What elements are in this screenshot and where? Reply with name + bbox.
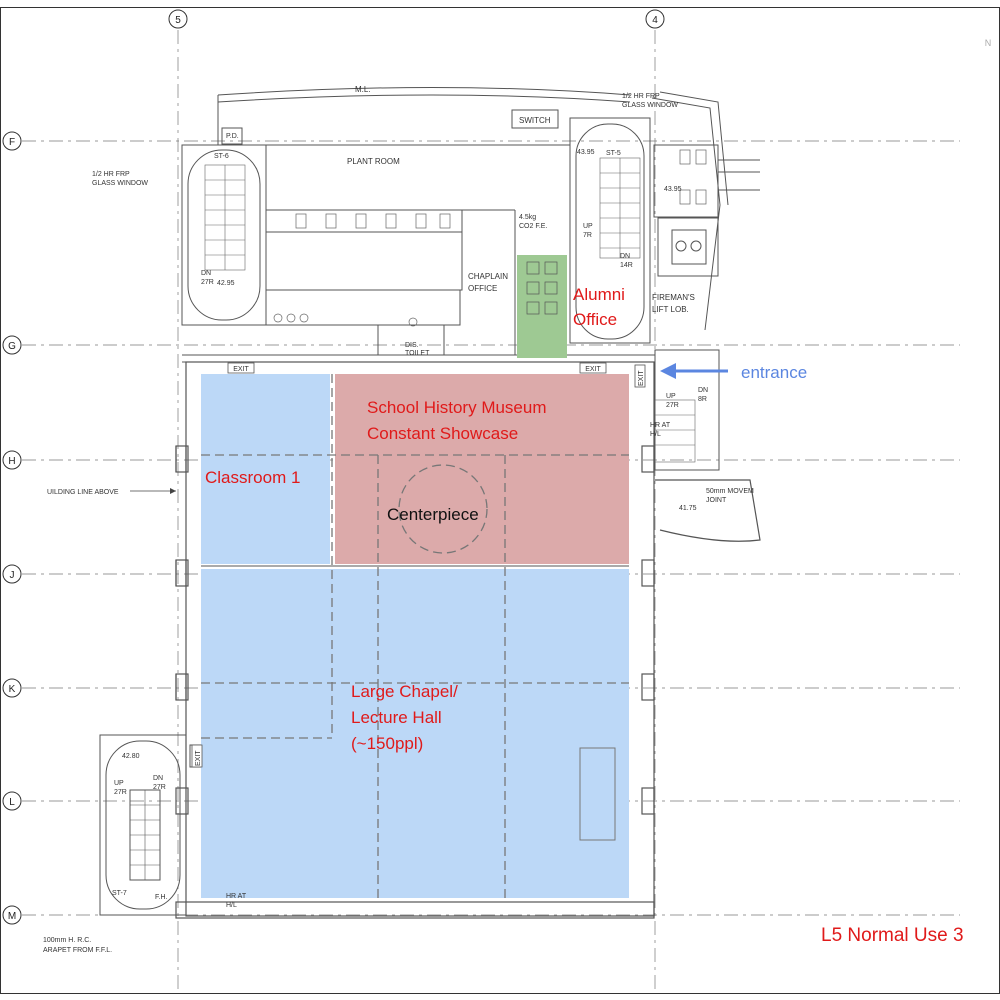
annotation-frp-right: 1/2 HR FRP (622, 93, 660, 100)
plan-title: L5 Normal Use 3 (821, 925, 964, 946)
annotation-st5: ST-5 (606, 150, 621, 157)
annotation-ml: M.L. (355, 85, 371, 94)
annotation-parapet: 100mm H. R.C. (43, 937, 91, 944)
annotation-stair: 27R (666, 402, 679, 409)
grid-col-4: 4 (652, 15, 658, 26)
classroom-1-label: Classroom 1 (205, 468, 300, 487)
hall-walls (175, 361, 761, 919)
annotation-parapet: ARAPET FROM F.F.L. (43, 947, 112, 954)
annotation-fe: CO2 F.E. (519, 223, 547, 230)
annotation-fireman: FIREMAN'S (652, 293, 695, 302)
stair-treads (204, 157, 696, 463)
annotation-stair: UP (666, 393, 676, 400)
annotation-hr: H/L (226, 902, 237, 909)
stage-outline (579, 747, 616, 841)
exit-label: EXIT (638, 370, 645, 386)
exit-label: EXIT (233, 366, 249, 373)
annotation-stair: 27R (153, 784, 166, 791)
centerpiece-label: Centerpiece (387, 505, 479, 524)
grid-row-f: F (9, 137, 15, 148)
annotation-fh: F.H. (155, 894, 168, 901)
exit-label: EXIT (585, 366, 601, 373)
annotation-stair: UP (114, 780, 124, 787)
chapel-label: Lecture Hall (351, 708, 442, 727)
annotation-stair: 8R (698, 396, 707, 403)
grid-row-k: K (9, 684, 16, 695)
annotation-stair: 14R (620, 262, 633, 269)
annotation-joint: JOINT (706, 497, 727, 504)
hall-details (201, 374, 629, 898)
annotation-stair: 27R (201, 279, 214, 286)
annotation-building-line: UILDING LINE ABOVE (47, 489, 119, 496)
annotation-st6: ST-6 (214, 153, 229, 160)
museum-zone (335, 374, 629, 564)
annotation-level: 42.95 (217, 280, 235, 287)
annotation-level: 42.80 (122, 753, 140, 760)
building-line-arrowhead (170, 488, 176, 494)
annotation-stair: 27R (114, 789, 127, 796)
annotation-stair: UP (583, 223, 593, 230)
chapel-zone (201, 569, 629, 898)
stair-core-lower (99, 734, 205, 916)
annotation-hr: HR AT (226, 893, 247, 900)
toilet-fixtures (273, 149, 707, 327)
annotation-stair: DN (698, 387, 708, 394)
annotation-stair: DN (153, 775, 163, 782)
drawing-annotations: M.L. SWITCH PLANT ROOM 1/2 HR FRP GLASS … (43, 85, 754, 954)
annotation-stair: DN (201, 270, 211, 277)
annotation-level: 43.95 (664, 186, 682, 193)
entrance-arrowhead (660, 363, 676, 379)
museum-label: School History Museum (367, 398, 547, 417)
annotation-hr: H/L (650, 431, 661, 438)
annotation-switch: SWITCH (519, 116, 551, 125)
alumni-office-label: Office (573, 310, 617, 329)
grid-row-g: G (8, 341, 16, 352)
grid-row-h: H (8, 456, 15, 467)
grid-col-5: 5 (175, 15, 181, 26)
grid-row-m: M (8, 911, 16, 922)
annotation-frp-left: GLASS WINDOW (92, 180, 148, 187)
grid-row-j: J (10, 570, 15, 581)
alumni-office-zone (517, 255, 567, 358)
annotation-pd: P.D. (226, 133, 239, 140)
north-mark: N (985, 38, 992, 48)
annotation-fe: 4.5kg (519, 214, 536, 221)
museum-label: Constant Showcase (367, 424, 518, 443)
annotation-level: 41.75 (679, 505, 697, 512)
classroom-1-zone (201, 374, 330, 564)
alumni-office-label: Alumni (573, 285, 625, 304)
annotation-st7: ST-7 (112, 890, 127, 897)
annotation-chaplain: CHAPLAIN (468, 272, 508, 281)
annotation-frp-right: GLASS WINDOW (622, 102, 678, 109)
annotation-frp-left: 1/2 HR FRP (92, 171, 130, 178)
chapel-label: (~150ppl) (351, 734, 423, 753)
annotation-toilet: TOILET (405, 350, 430, 357)
annotation-fireman: LIFT LOB. (652, 305, 689, 314)
chapel-label: Large Chapel/ (351, 682, 458, 701)
annotation-toilet: DIS. (405, 342, 419, 349)
annotation-plant-room: PLANT ROOM (347, 157, 400, 166)
annotation-hr: HR AT (650, 422, 671, 429)
annotation-stair: 7R (583, 232, 592, 239)
grid-row-l: L (9, 797, 15, 808)
service-block (181, 87, 760, 471)
alumni-furniture (526, 261, 558, 315)
annotation-level: 43.95 (577, 149, 595, 156)
annotation-joint: 50mm MOVEM (706, 488, 754, 495)
annotation-chaplain: OFFICE (468, 284, 497, 293)
exit-signs (191, 362, 646, 768)
entrance-label: entrance (741, 363, 807, 382)
column-markers: 5 4 (168, 9, 665, 990)
annotation-stair: DN (620, 253, 630, 260)
exit-label: EXIT (195, 750, 202, 766)
